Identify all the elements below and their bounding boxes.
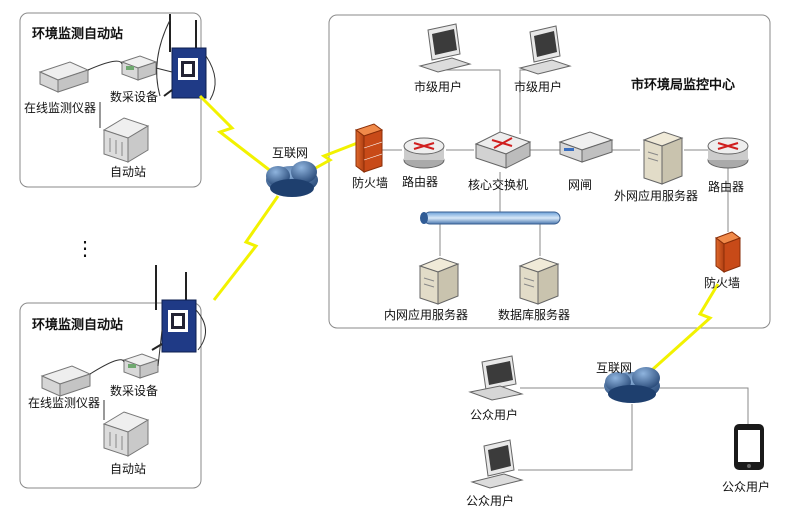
center-router2-label: 路由器 xyxy=(708,180,745,194)
laptop-icon xyxy=(468,355,524,401)
wireless-router-icon xyxy=(163,14,207,99)
desktop-pc-icon-2 xyxy=(518,25,572,75)
station-bottom-title: 环境监测自动站 xyxy=(32,318,124,333)
station-top-devices xyxy=(38,14,216,163)
instrument-icon xyxy=(38,61,90,93)
center-db-server-label: 数据库服务器 xyxy=(498,308,571,322)
desktop-pc-icon-3 xyxy=(470,439,524,489)
station-bottom-frame xyxy=(19,302,202,489)
int-server-icon xyxy=(418,257,460,305)
center-firewall2-label: 防火墙 xyxy=(704,276,741,290)
station-bottom-instrument-label: 在线监测仪器 xyxy=(28,396,101,410)
public-laptop-label: 公众用户 xyxy=(470,408,519,422)
center-core-switch-label: 核心交换机 xyxy=(468,178,529,192)
center-ext-server-label: 外网应用服务器 xyxy=(614,189,699,203)
public-desktop-label: 公众用户 xyxy=(466,494,515,508)
center-user2-label: 市级用户 xyxy=(514,80,563,94)
router-icon-2 xyxy=(707,137,749,169)
db-server-icon xyxy=(518,257,560,305)
center-title: 市环境局监控中心 xyxy=(631,78,736,93)
station-top-title: 环境监测自动站 xyxy=(32,27,124,42)
firewall-icon-2 xyxy=(714,231,742,273)
internet-cloud-left xyxy=(266,161,318,197)
wireless-link-bottom xyxy=(212,195,280,301)
lan-bus xyxy=(420,211,561,225)
center-int-server-label: 内网应用服务器 xyxy=(384,308,469,322)
router-icon-1 xyxy=(403,137,445,169)
station-bottom-devices xyxy=(40,265,206,457)
collector-icon xyxy=(120,55,158,81)
wireless-link-right xyxy=(650,283,720,372)
internet-cloud-right xyxy=(604,367,660,403)
wireless-router-icon xyxy=(151,265,197,353)
firewall-icon xyxy=(354,123,384,173)
internet-right-label: 互联网 xyxy=(596,361,633,375)
mobile-phone-icon xyxy=(734,424,764,470)
auto-station-icon xyxy=(102,411,150,457)
internet-left-label: 互联网 xyxy=(272,146,309,160)
public-links xyxy=(518,387,749,471)
center-gateway-label: 网闸 xyxy=(568,178,593,192)
center-frame xyxy=(328,14,771,329)
wireless-link-center xyxy=(311,140,361,172)
station-top-autostation-label: 自动站 xyxy=(110,165,147,179)
wireless-link-top xyxy=(198,94,273,174)
station-bottom-autostation-label: 自动站 xyxy=(110,462,147,476)
center-firewall-label: 防火墙 xyxy=(352,176,389,190)
station-bottom-collector-label: 数采设备 xyxy=(110,384,159,398)
instrument-icon xyxy=(40,365,92,397)
auto-station-icon xyxy=(102,117,150,163)
desktop-pc-icon-1 xyxy=(418,23,472,73)
center-links xyxy=(382,69,729,256)
center-user1-label: 市级用户 xyxy=(414,80,463,94)
station-top-frame xyxy=(19,12,202,188)
collector-icon xyxy=(122,353,160,379)
station-top-collector-label: 数采设备 xyxy=(110,90,159,104)
public-mobile-label: 公众用户 xyxy=(722,480,771,494)
ext-server-icon xyxy=(642,131,684,185)
gateway-icon xyxy=(558,131,614,163)
station-top-instrument-label: 在线监测仪器 xyxy=(24,101,97,115)
core-switch-icon xyxy=(474,131,532,169)
center-router1-label: 路由器 xyxy=(402,175,439,189)
ellipsis-marker: ⋮ xyxy=(75,236,95,260)
